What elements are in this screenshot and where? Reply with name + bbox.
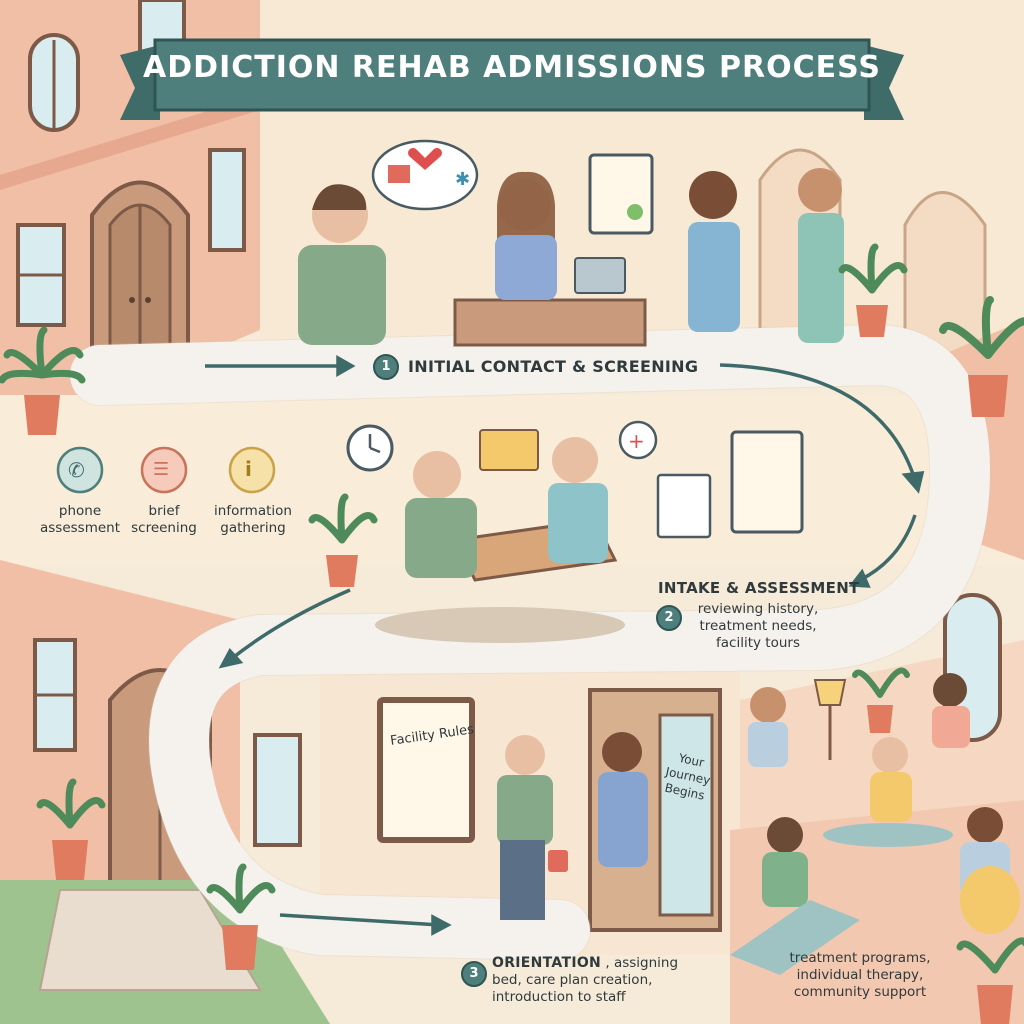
svg-text:✱: ✱ — [455, 169, 470, 190]
step-1-label: INITIAL CONTACT & SCREENING — [408, 357, 699, 376]
assessment-table-scene: + — [346, 420, 804, 643]
step-3-label: ORIENTATION — [492, 955, 602, 971]
step-2-detail-1: reviewing history, — [697, 601, 819, 617]
outcome-line-3: community support — [793, 984, 927, 1000]
screening-icon-circles — [56, 446, 276, 494]
step-1-number: 1 — [373, 354, 399, 380]
outcome-text: treatment programs, individual therapy, … — [780, 950, 940, 1001]
screening-item-phone-line2: assessment — [39, 520, 121, 536]
step-3-block: ORIENTATION , assigning bed, care plan c… — [492, 955, 678, 1006]
screening-item-info-line2: gathering — [220, 520, 286, 536]
step-2-detail-3: facility tours — [716, 635, 800, 651]
phone-icon: ✆ — [68, 458, 85, 482]
screening-item-brief-line1: brief — [148, 503, 180, 519]
title-banner — [120, 38, 904, 120]
checklist-icon: ☰ — [153, 459, 170, 480]
step-3-detail-1: , assigning — [605, 955, 679, 971]
screening-item-phone-line1: phone — [58, 503, 102, 519]
screening-item-info: information gathering — [205, 503, 301, 537]
outcome-line-1: treatment programs, — [789, 950, 931, 966]
step-2-label: INTAKE & ASSESSMENT — [658, 579, 860, 597]
step-2-number: 2 — [656, 605, 682, 631]
screening-item-phone: phone assessment — [30, 503, 130, 537]
page-title: ADDICTION REHAB ADMISSIONS PROCESS — [143, 50, 881, 85]
info-icon: i — [245, 457, 252, 481]
potted-plants — [0, 243, 1024, 1024]
flow-arrows — [205, 354, 925, 936]
screening-item-info-line1: information — [214, 503, 292, 519]
step-3-number: 3 — [461, 961, 487, 987]
step-2-details: reviewing history, treatment needs, faci… — [688, 601, 828, 652]
step-2-detail-2: treatment needs, — [699, 618, 817, 634]
process-path — [70, 325, 990, 960]
reception-desk-scene: ✱ — [298, 139, 844, 347]
step-3-detail-3: introduction to staff — [492, 989, 626, 1005]
orientation-scene — [377, 697, 648, 920]
svg-text:+: + — [628, 429, 645, 453]
screening-item-brief: brief screening — [124, 503, 204, 537]
journey-door-sign: Your Journey Begins — [660, 748, 717, 805]
step-3-detail-2: bed, care plan creation, — [492, 972, 653, 988]
screening-item-brief-line2: screening — [131, 520, 197, 536]
community-lounge-scene — [730, 673, 1020, 975]
outcome-line-2: individual therapy, — [796, 967, 924, 983]
